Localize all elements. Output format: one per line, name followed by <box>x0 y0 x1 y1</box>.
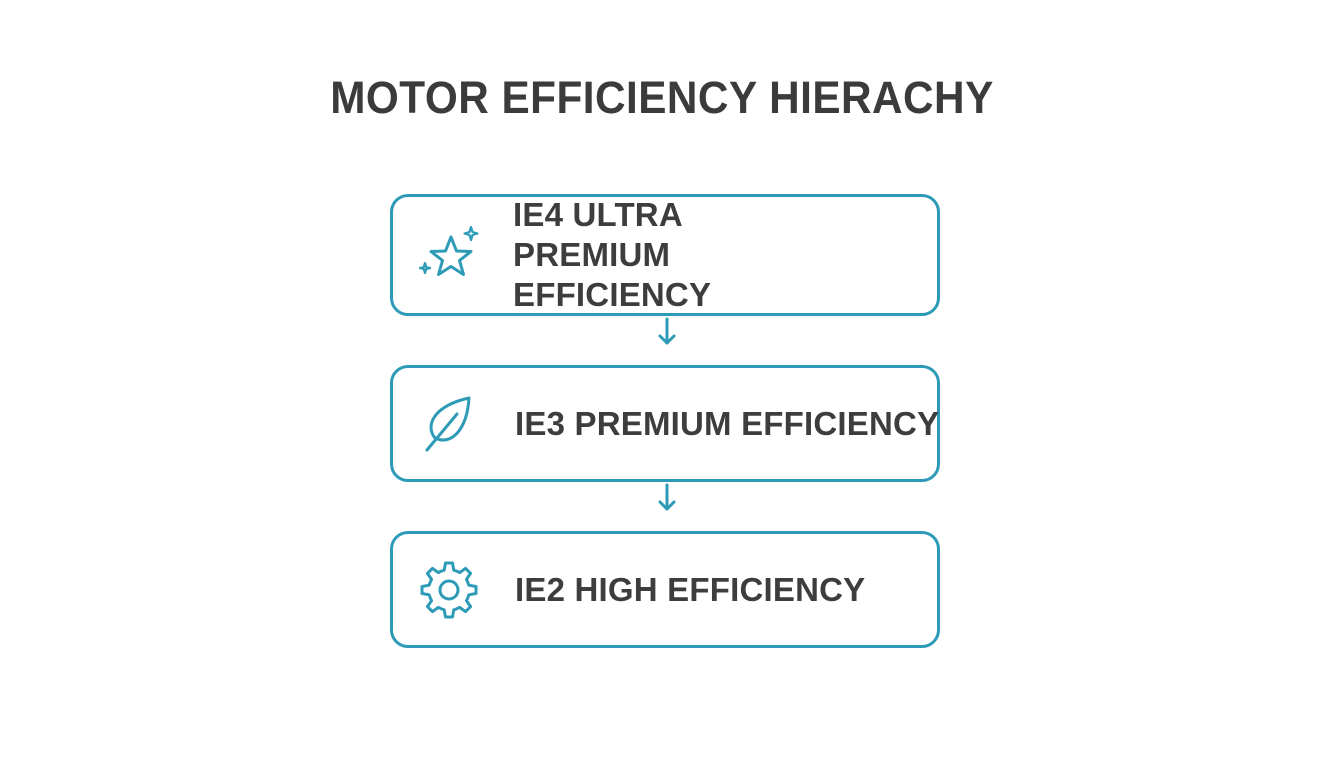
level-box-ie2: IE2 HIGH EFFICIENCY <box>390 531 940 648</box>
level-label-ie2: IE2 HIGH EFFICIENCY <box>515 570 866 608</box>
level-label-ie3: IE3 PREMIUM EFFICIENCY <box>515 404 940 442</box>
level-label-ie4: IE4 ULTRA PREMIUM EFFICIENCY <box>513 196 712 313</box>
gear-icon <box>417 558 481 622</box>
arrow-down-icon <box>652 482 682 516</box>
level-box-ie4: IE4 ULTRA PREMIUM EFFICIENCY <box>390 194 940 316</box>
arrow-down-icon <box>652 316 682 350</box>
star-sparkle-icon <box>417 223 481 287</box>
leaf-icon <box>417 392 481 456</box>
diagram-title: MOTOR EFFICIENCY HIERACHY <box>330 72 994 123</box>
level-box-ie3: IE3 PREMIUM EFFICIENCY <box>390 365 940 482</box>
